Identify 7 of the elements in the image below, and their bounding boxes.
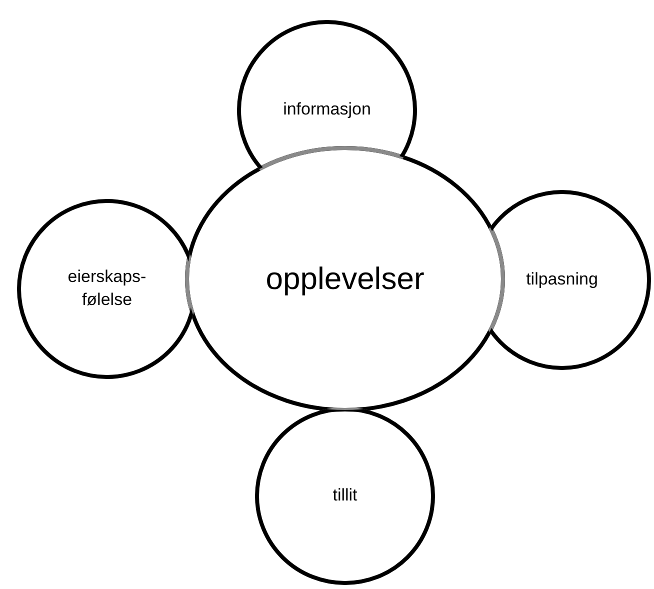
centre-label: opplevelser	[264, 260, 426, 298]
topic-label: informasjon	[282, 98, 372, 121]
centre-ellipse	[185, 146, 505, 412]
topic-label: eierskaps- følelse	[66, 266, 148, 311]
topic-label: tillit	[332, 484, 358, 507]
topic-label: tilpasning	[525, 268, 599, 291]
topic-circle	[255, 407, 435, 585]
